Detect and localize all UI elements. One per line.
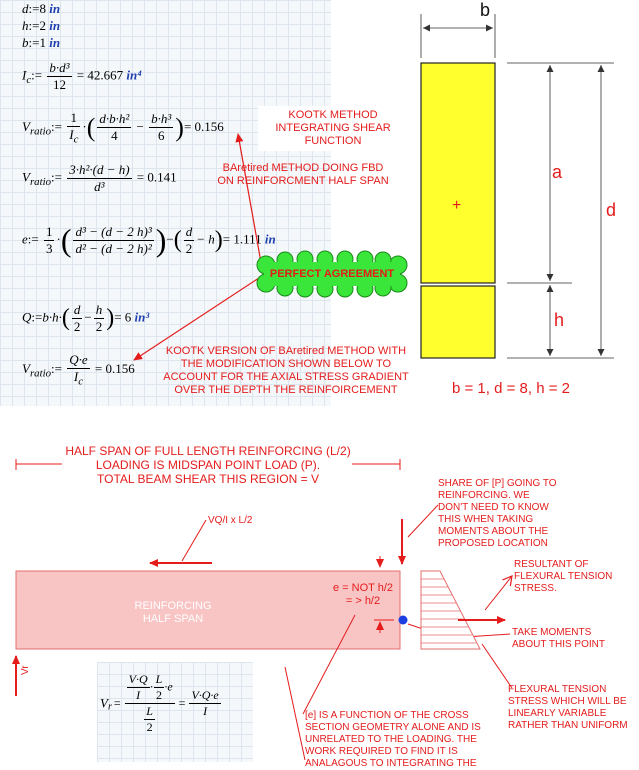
kootk-method-box	[258, 106, 410, 151]
b-definition: b:=1 in	[22, 35, 61, 50]
resultant-leader	[484, 575, 513, 611]
worksheet-grid	[0, 0, 331, 406]
share-p-note: SHARE OF [P] GOING TO REINFORCING. WE DO…	[438, 478, 557, 549]
agreement-arrow-to-kootk	[235, 133, 263, 269]
flexural-leader	[481, 643, 513, 689]
section-label-d: d	[606, 200, 617, 220]
moment-point	[398, 615, 408, 625]
e-function-leader-2	[302, 614, 356, 715]
e-function-note: [e] IS A FUNCTION OF THE CROSS SECTION G…	[305, 710, 481, 769]
flexural-tension-note: FLEXURAL TENSION STRESS WHICH WILL BE LI…	[508, 684, 628, 731]
section-label-a: a	[552, 162, 563, 182]
perfect-agreement-cloud	[256, 250, 408, 298]
baretired-method-note: BAretired METHOD DOING FBD ON REINFORCME…	[217, 162, 389, 187]
vq-leader	[181, 519, 207, 562]
half-span-note: HALF SPAN OF FULL LENGTH REINFORCING (L/…	[65, 444, 351, 486]
vr-reaction-label: Vr	[20, 665, 31, 675]
vratio-baretired: Vratio:= 3·h²·(d − h)d³ = 0.141	[22, 162, 177, 194]
flexural-stress-block	[420, 570, 481, 650]
vq-label: VQ/I x L/2	[208, 515, 253, 526]
perfect-agreement-label: PERFECT AGREEMENT	[269, 268, 395, 280]
section-label-h: h	[554, 310, 565, 330]
e-not-note: e = NOT h/2 = > h/2	[332, 582, 394, 607]
d-definition: d:=8 in	[22, 1, 61, 16]
take-moments-note: TAKE MOMENTS ABOUT THIS POINT	[512, 627, 605, 650]
agreement-arrow-to-version	[133, 275, 263, 361]
kootk-version-note: KOOTK VERSION OF BAretired METHOD WITH T…	[163, 345, 409, 396]
e-function-leader-1	[284, 666, 306, 761]
h-definition: h:=2 in	[22, 18, 61, 33]
resultant-note: RESULTANT OF FLEXURAL TENSION STRESS.	[514, 559, 613, 594]
centroid-marker: +	[452, 197, 462, 214]
share-p-leader	[407, 504, 439, 538]
section-dimensions: b = 1, d = 8, h = 2	[452, 380, 571, 397]
section-label-b: b	[480, 0, 491, 20]
vr-equation-box	[97, 662, 253, 762]
half-span-bracket	[15, 459, 401, 470]
reinforcing-label: REINFORCING HALF SPAN	[134, 600, 212, 625]
section-reinforcing-rect	[420, 285, 496, 359]
kootk-method-note: KOOTK METHOD INTEGRATING SHEAR FUNCTION	[275, 109, 391, 147]
reinforcing-beam	[15, 570, 401, 650]
cross-section	[420, 14, 614, 359]
section-upper-rect	[420, 62, 496, 284]
